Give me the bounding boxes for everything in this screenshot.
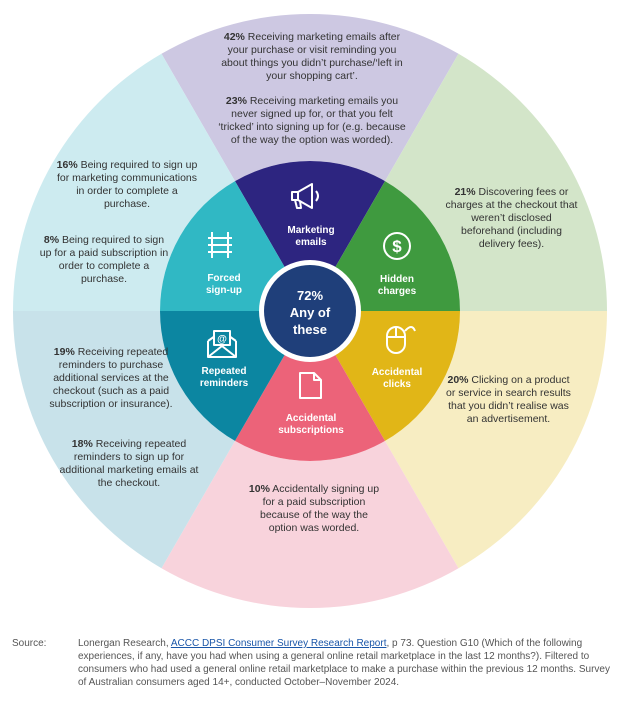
segment-label-clicks-line1: Accidental <box>372 367 423 378</box>
segment-label-hidden-line2: charges <box>378 286 417 297</box>
item-marketing-emails-never-signed-up: 23% Receiving marketing emails you never… <box>218 95 406 146</box>
center-label-line1: Any of <box>290 305 331 320</box>
item-marketing-emails-after-purchase: 42% Receiving marketing emails after you… <box>221 31 403 82</box>
segment-label-hidden-line1: Hidden <box>380 274 414 285</box>
inner-ring <box>160 160 461 461</box>
item-undisclosed-fees: 21% Discovering fees or charges at the c… <box>445 186 578 250</box>
item-required-marketing-signup: 16% Being required to sign up for market… <box>56 159 198 210</box>
segment-forced-sign-up <box>160 181 287 311</box>
segment-label-repeated-line2: reminders <box>200 378 249 389</box>
segment-label-forced-line2: sign-up <box>206 285 242 296</box>
outer-sector-accidental-clicks <box>385 311 607 569</box>
outer-sector-marketing-emails <box>161 13 459 182</box>
outer-sector-hidden-charges <box>385 53 607 311</box>
segment-label-repeated-line1: Repeated <box>201 366 246 377</box>
item-reminders-marketing-emails: 18% Receiving repeated reminders to sign… <box>59 438 199 489</box>
outer-sector-repeated-reminders <box>13 311 235 569</box>
dark-patterns-wheel: 72% Any of these $ @ Marketing emails <box>13 13 607 608</box>
svg-text:@: @ <box>217 334 227 345</box>
segment-hidden-charges <box>333 181 460 311</box>
svg-text:$: $ <box>392 237 402 256</box>
segment-label-subs-line1: Accidental <box>286 413 337 424</box>
center-label-line2: these <box>293 322 327 337</box>
segment-label-clicks-line2: clicks <box>383 379 411 390</box>
source-label: Source: <box>12 638 47 649</box>
center-circle <box>264 265 356 357</box>
center-percent: 72% <box>297 288 323 303</box>
segment-label-marketing-line1: Marketing <box>287 225 334 236</box>
outer-sector-accidental-subscriptions <box>161 440 459 608</box>
source-report-link[interactable]: ACCC DPSI Consumer Survey Research Repor… <box>170 638 387 649</box>
outer-sector-forced-sign-up <box>13 53 235 311</box>
segment-label-subs-line2: subscriptions <box>278 425 344 436</box>
item-accidental-paid-subscription: 10% Accidentally signing up for a paid s… <box>248 483 380 534</box>
dollar-icon: $ <box>383 232 411 260</box>
mouse-click-icon <box>386 326 416 354</box>
source-note: Source: Lonergan Research, ACCC DPSI Con… <box>12 637 612 689</box>
source-text: Lonergan Research, ACCC DPSI Consumer Su… <box>78 638 610 688</box>
item-required-paid-subscription: 8% Being required to sign up for a paid … <box>39 234 169 285</box>
email-icon: @ <box>207 330 237 358</box>
document-icon <box>299 372 322 399</box>
segment-accidental-clicks <box>333 311 461 441</box>
outer-ring <box>13 13 607 608</box>
segment-accidental-subscriptions <box>235 351 385 461</box>
segment-label-marketing-line2: emails <box>295 237 327 248</box>
segment-marketing-emails <box>235 160 385 271</box>
segment-repeated-reminders <box>160 311 287 441</box>
item-clicking-advertisement: 20% Clicking on a product or service in … <box>446 374 571 425</box>
item-reminders-additional-services: 19% Receiving repeated reminders to purc… <box>49 346 173 410</box>
railway-track-icon <box>208 232 232 258</box>
megaphone-icon <box>291 183 319 209</box>
segment-label-forced-line1: Forced <box>207 273 240 284</box>
